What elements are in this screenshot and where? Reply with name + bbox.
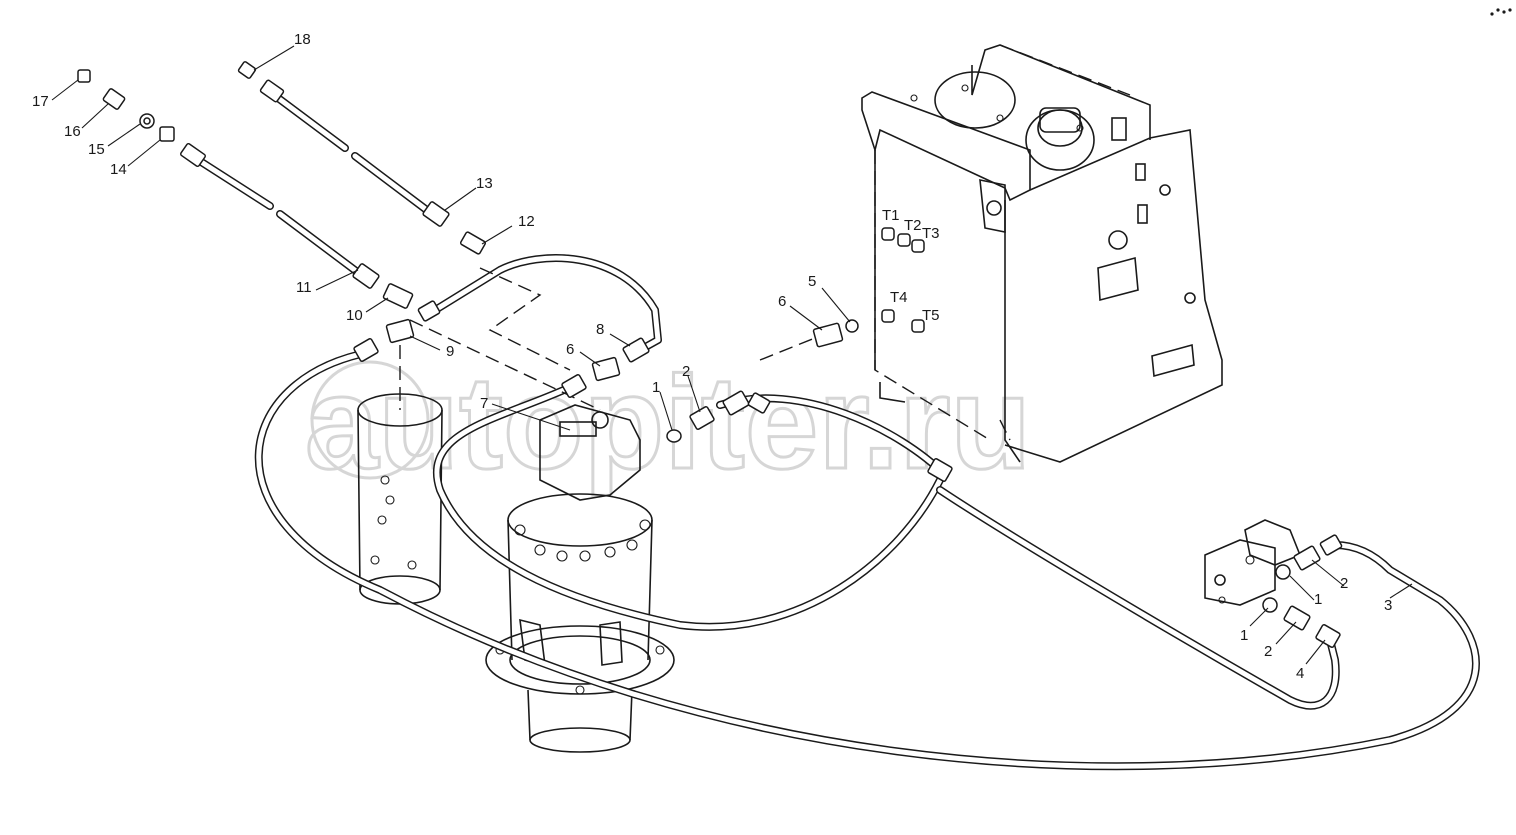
callout-15: 15: [88, 141, 105, 158]
callout-1-motor: 1: [652, 379, 660, 396]
callouts: 18 17 16 15 14 13 12 11 10 9 8 7 6 6 5 1…: [32, 31, 1392, 682]
callout-11: 11: [296, 279, 312, 296]
callout-14: 14: [110, 161, 127, 178]
callout-16: 16: [64, 123, 81, 140]
callout-12: 12: [518, 213, 535, 230]
fittings: [77, 61, 1343, 648]
callout-1-valve-top: 1: [1314, 591, 1322, 608]
watermark-text: autopiter.ru: [305, 349, 1031, 496]
tank-plugs: [881, 227, 925, 333]
callout-T1: T1: [882, 207, 900, 224]
hydraulic-tank: [861, 44, 1223, 463]
callout-17: 17: [32, 93, 49, 110]
callout-3: 3: [1384, 597, 1392, 614]
callout-7: 7: [480, 395, 488, 412]
callout-13: 13: [476, 175, 493, 192]
callout-2-motor: 2: [682, 363, 690, 380]
callout-T4: T4: [890, 289, 908, 306]
callout-9: 9: [446, 343, 454, 360]
callout-T3: T3: [922, 225, 940, 242]
callout-8: 8: [596, 321, 604, 338]
callout-T2: T2: [904, 217, 922, 234]
callout-4: 4: [1296, 665, 1304, 682]
corner-marks: [1490, 8, 1512, 16]
callout-2-valve-bottom: 2: [1264, 643, 1272, 660]
callout-18: 18: [294, 31, 311, 48]
control-valve: [1204, 519, 1302, 606]
callout-5: 5: [808, 273, 816, 290]
callout-6-tank: 6: [778, 293, 786, 310]
callout-10: 10: [346, 307, 363, 324]
callout-6-motor: 6: [566, 341, 574, 358]
callout-2-valve-top: 2: [1340, 575, 1348, 592]
swing-motor: [485, 404, 675, 753]
leader-lines: [51, 45, 1413, 665]
hoses: [188, 88, 1480, 771]
callout-T5: T5: [922, 307, 940, 324]
callout-1-valve-bottom: 1: [1240, 627, 1248, 644]
watermark: autopiter.ru: [304, 348, 1033, 498]
